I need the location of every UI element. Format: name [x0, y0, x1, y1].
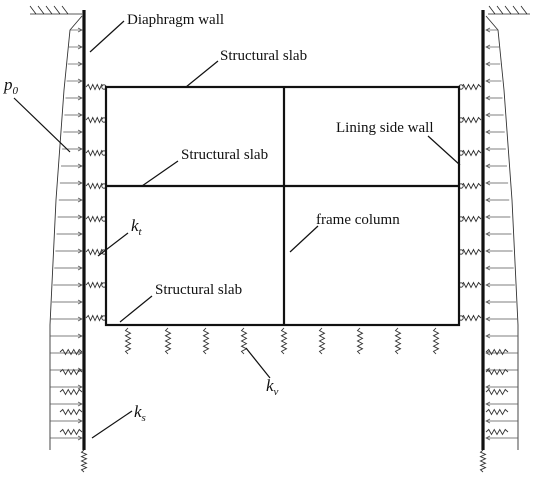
kv-spring: [432, 327, 440, 355]
structural-slab-mid-label: Structural slab: [181, 147, 268, 163]
kt-symbol: kt: [131, 216, 143, 238]
ks-springs-left: [59, 348, 88, 473]
kt-spring: [460, 182, 482, 190]
ground-hatch-left: [29, 5, 82, 15]
ks-spring: [485, 368, 509, 376]
kt-spring: [85, 149, 105, 157]
ks-spring: [485, 408, 509, 416]
frame-column-label: frame column: [316, 212, 400, 228]
kt-spring: [460, 248, 482, 256]
ks-spring: [485, 348, 509, 356]
kv-spring: [394, 327, 402, 355]
earth-pressure-right: [485, 15, 519, 450]
ks-spring: [485, 428, 509, 436]
kv-spring: [356, 327, 364, 355]
ks-toe-spring: [479, 449, 487, 473]
ground-hatch-right: [488, 5, 530, 15]
kt-spring: [85, 314, 105, 322]
ks-spring: [59, 348, 83, 356]
ks-spring: [59, 388, 83, 396]
structural-slab-bottom-label: Structural slab: [155, 282, 242, 298]
leader-lines: [13, 20, 461, 439]
kt-spring: [460, 215, 482, 223]
kt-spring: [460, 149, 482, 157]
kv-spring: [124, 327, 132, 355]
ks-spring: [59, 428, 83, 436]
kt-spring: [460, 116, 482, 124]
structure-frame: [104, 85, 461, 327]
earth-pressure-left: [49, 15, 83, 450]
kt-spring: [85, 116, 105, 124]
ks-spring: [485, 388, 509, 396]
kt-spring: [460, 314, 482, 322]
ks-spring: [59, 368, 83, 376]
kv-spring: [280, 327, 288, 355]
kt-spring: [85, 182, 105, 190]
kt-spring: [85, 281, 105, 289]
kv-spring: [240, 327, 248, 355]
kv-spring: [318, 327, 326, 355]
ks-springs-right: [479, 348, 509, 473]
p0-symbol: p0: [3, 75, 19, 97]
kt-spring: [85, 248, 105, 256]
kt-spring: [460, 281, 482, 289]
kt-springs-right: [458, 83, 482, 322]
structural-slab-top-label: Structural slab: [220, 48, 307, 64]
ks-toe-spring: [80, 449, 88, 473]
kt-spring: [85, 83, 105, 91]
kv-springs: [124, 327, 440, 355]
kt-spring: [460, 83, 482, 91]
kv-symbol: kv: [266, 376, 279, 398]
lining-side-wall-label: Lining side wall: [336, 120, 434, 136]
kt-springs-left: [85, 83, 107, 322]
ks-symbol: ks: [134, 402, 146, 424]
diaphragm-wall-label: Diaphragm wall: [127, 12, 224, 28]
kv-spring: [164, 327, 172, 355]
kv-spring: [202, 327, 210, 355]
kt-spring: [85, 215, 105, 223]
ks-spring: [59, 408, 83, 416]
